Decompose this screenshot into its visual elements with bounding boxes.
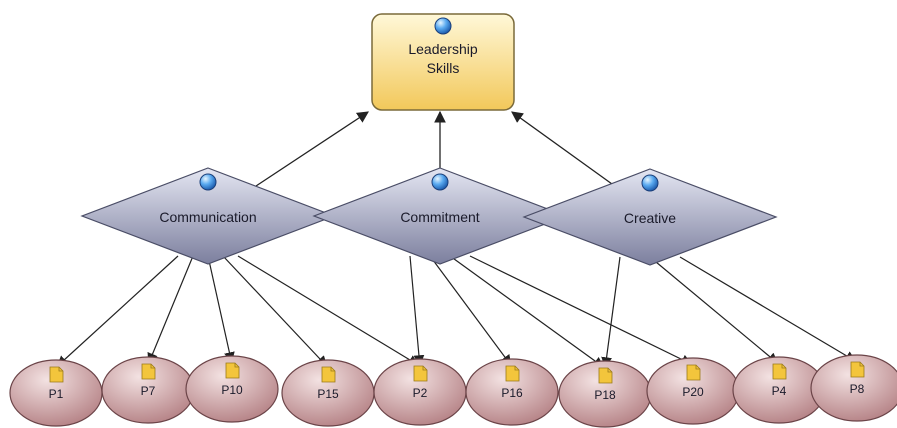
arrow-communication-to-goal	[255, 111, 369, 187]
criterion-diamond	[312, 167, 568, 265]
connector-layer	[56, 110, 857, 369]
criterion-marker-icon	[431, 173, 449, 191]
alternative-p7[interactable]: P7	[101, 356, 195, 424]
document-icon	[772, 363, 787, 380]
alternative-p4[interactable]: P4	[732, 356, 826, 424]
arrow-communication-to-p7	[147, 255, 194, 364]
alternative-p1[interactable]: P1	[9, 359, 103, 427]
alternative-label: P2	[413, 386, 428, 400]
criterion-commitment[interactable]: Commitment	[312, 167, 568, 265]
arrow-creative-to-goal	[511, 111, 613, 185]
alternative-p18[interactable]: P18	[558, 360, 652, 428]
criterion-label: Creative	[624, 210, 676, 226]
alternative-label: P18	[594, 388, 616, 402]
criterion-creative[interactable]: Creative	[522, 168, 778, 266]
criterion-communication[interactable]: Communication	[80, 167, 336, 265]
alternative-p20[interactable]: P20	[646, 357, 740, 425]
goal-marker-icon	[434, 17, 452, 35]
alternative-p16[interactable]: P16	[465, 358, 559, 426]
alternative-p2[interactable]: P2	[373, 358, 467, 426]
goal-label-line: Skills	[427, 60, 460, 76]
alternative-p8[interactable]: P8	[810, 354, 897, 422]
alternative-ellipse	[810, 354, 897, 422]
alternative-p10[interactable]: P10	[185, 355, 279, 423]
criterion-marker-icon	[199, 173, 217, 191]
criterion-diamond	[80, 167, 336, 265]
criterion-label: Communication	[159, 209, 256, 225]
document-icon	[49, 366, 64, 383]
goal-box	[371, 13, 515, 111]
alternative-label: P10	[221, 383, 243, 397]
document-icon	[598, 367, 613, 384]
alternative-label: P20	[682, 385, 704, 399]
document-icon	[141, 363, 156, 380]
alternative-label: P4	[772, 384, 787, 398]
alternative-label: P15	[317, 387, 339, 401]
alternative-p15[interactable]: P15	[281, 359, 375, 427]
document-icon	[225, 362, 240, 379]
document-icon	[850, 361, 865, 378]
arrow-commitment-to-p20	[469, 255, 693, 365]
alternative-label: P16	[501, 386, 523, 400]
alternative-label: P8	[850, 382, 865, 396]
document-icon	[321, 366, 336, 383]
alternative-label: P1	[49, 387, 64, 401]
arrow-communication-to-p2	[237, 255, 420, 366]
arrow-creative-to-p18	[601, 256, 621, 369]
arrow-communication-to-p15	[222, 255, 328, 367]
criterion-marker-icon	[641, 174, 659, 192]
document-icon	[686, 364, 701, 381]
arrow-commitment-to-p2	[409, 255, 425, 367]
alternative-ellipse	[185, 355, 279, 423]
arrow-creative-to-p4	[649, 256, 779, 364]
arrow-creative-to-p8	[679, 256, 857, 362]
document-icon	[505, 365, 520, 382]
criterion-label: Commitment	[400, 209, 479, 225]
arrow-commitment-to-p18	[449, 255, 605, 368]
alternative-ellipse	[465, 358, 559, 426]
arrow-communication-to-p1	[56, 255, 179, 367]
document-icon	[413, 365, 428, 382]
criterion-diamond	[522, 168, 778, 266]
arrow-commitment-to-p16	[429, 255, 512, 366]
alternative-label: P7	[141, 384, 156, 398]
goal-label-line: Leadership	[408, 41, 477, 57]
arrow-communication-to-p10	[207, 255, 235, 364]
